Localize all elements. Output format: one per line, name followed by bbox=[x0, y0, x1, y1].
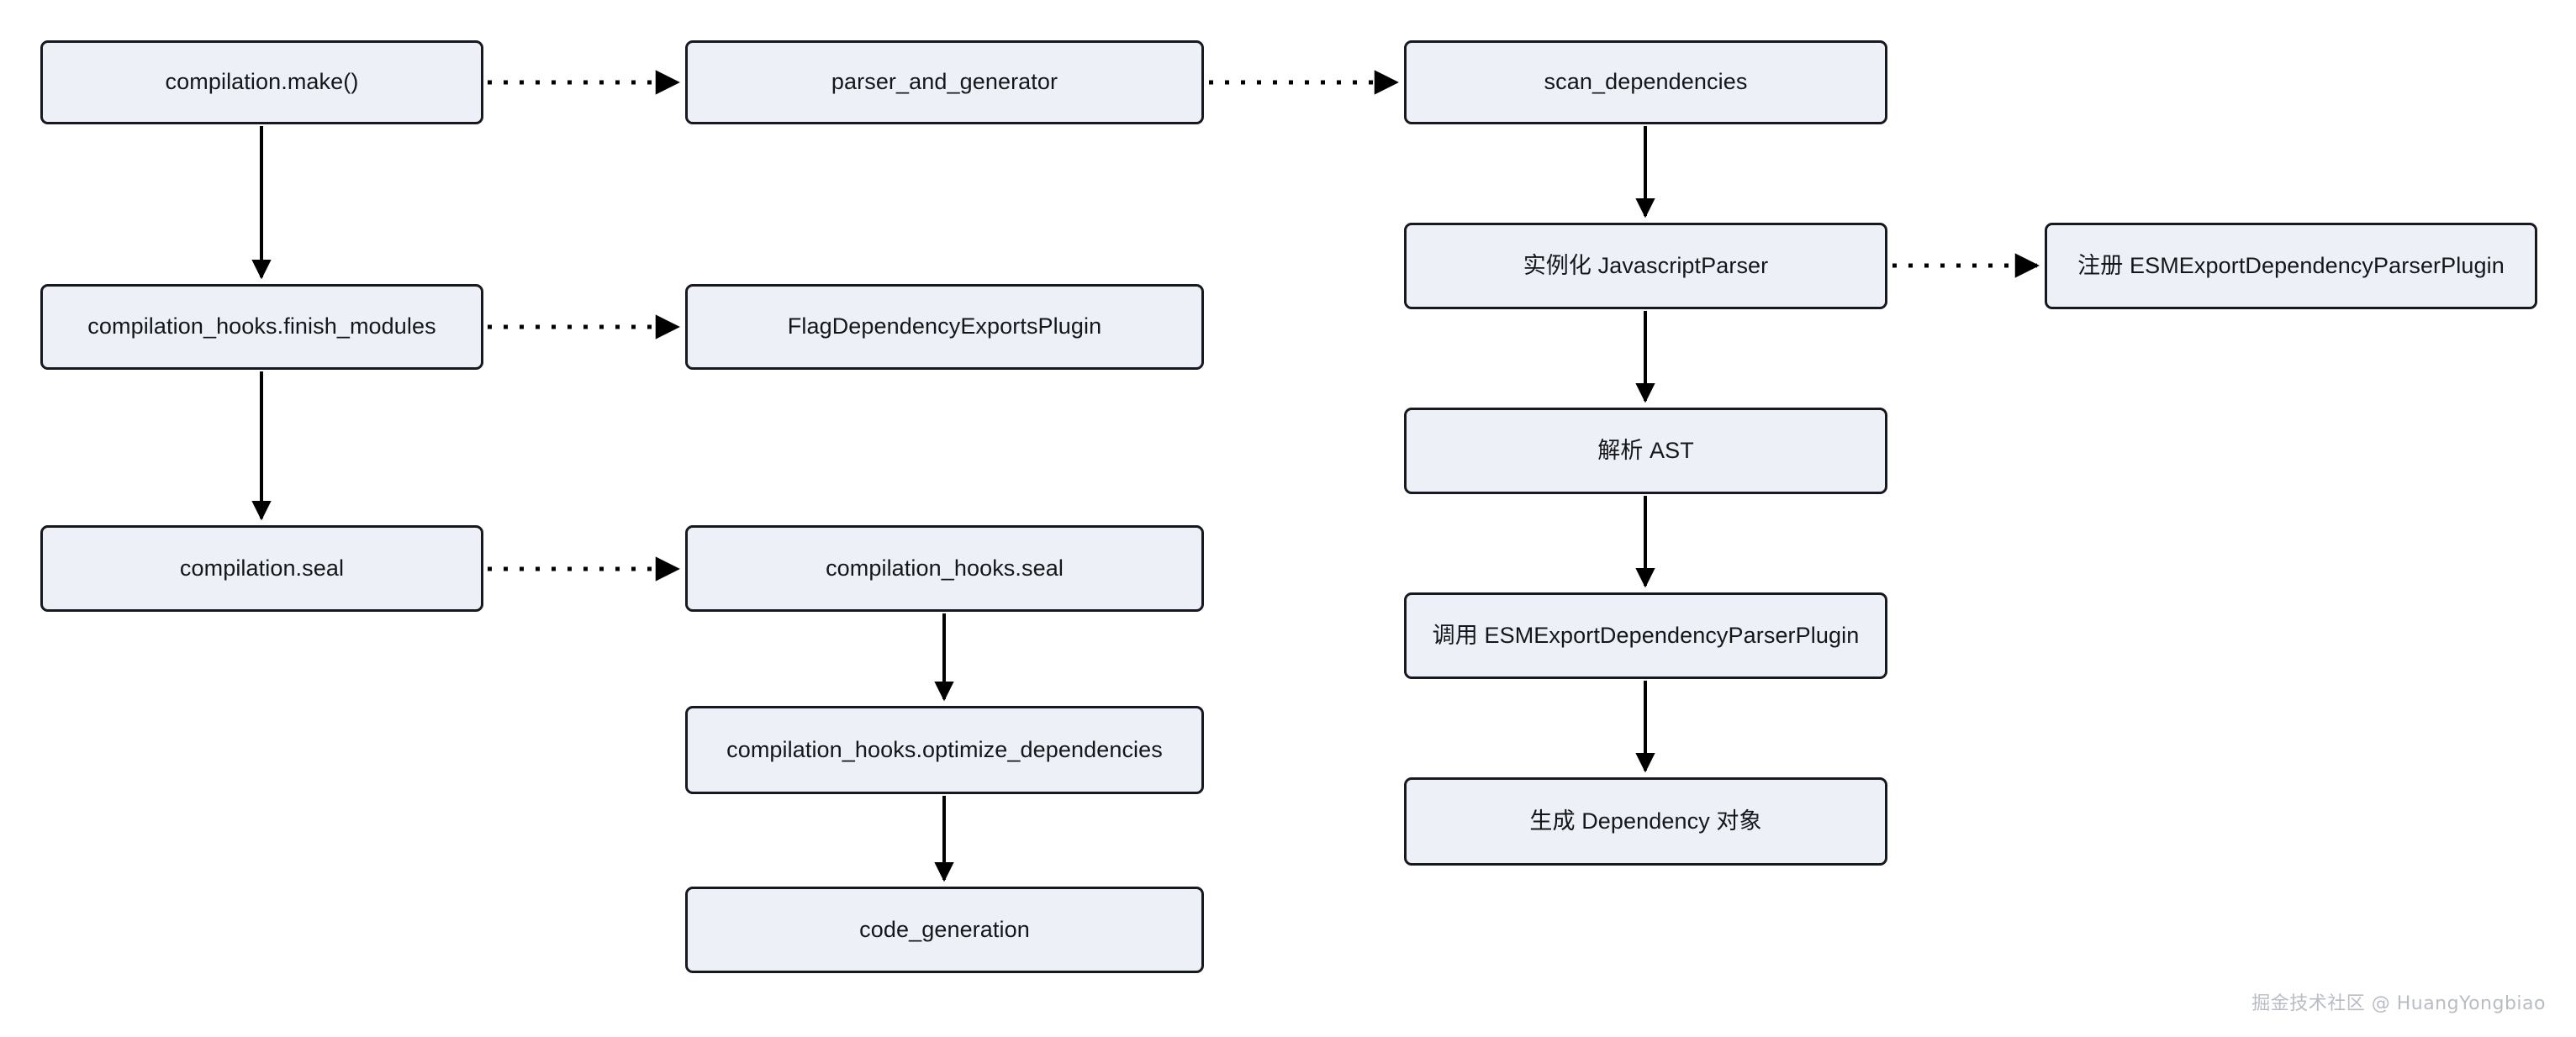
node-label: compilation_hooks.seal bbox=[826, 555, 1064, 581]
node-compilation-hooks-finish-modules[interactable]: compilation_hooks.finish_modules bbox=[40, 284, 483, 370]
node-call-esm-export-dependency-parser-plugin[interactable]: 调用 ESMExportDependencyParserPlugin bbox=[1404, 592, 1887, 679]
node-label: 实例化 JavascriptParser bbox=[1523, 252, 1769, 278]
node-instantiate-javascript-parser[interactable]: 实例化 JavascriptParser bbox=[1404, 223, 1887, 309]
node-flag-dependency-exports-plugin[interactable]: FlagDependencyExportsPlugin bbox=[685, 284, 1204, 370]
node-label: 注册 ESMExportDependencyParserPlugin bbox=[2077, 252, 2505, 278]
node-register-esm-export-dependency-parser-plugin[interactable]: 注册 ESMExportDependencyParserPlugin bbox=[2045, 223, 2537, 309]
node-label: compilation_hooks.optimize_dependencies bbox=[726, 736, 1163, 762]
node-compilation-hooks-optimize-dependencies[interactable]: compilation_hooks.optimize_dependencies bbox=[685, 706, 1204, 794]
node-parser-and-generator[interactable]: parser_and_generator bbox=[685, 40, 1204, 124]
node-scan-dependencies[interactable]: scan_dependencies bbox=[1404, 40, 1887, 124]
node-label: parser_and_generator bbox=[831, 69, 1058, 95]
node-label: compilation.seal bbox=[179, 555, 345, 581]
node-code-generation[interactable]: code_generation bbox=[685, 887, 1204, 973]
node-label: 生成 Dependency 对象 bbox=[1529, 808, 1762, 834]
node-label: 调用 ESMExportDependencyParserPlugin bbox=[1432, 622, 1860, 648]
node-generate-dependency-object[interactable]: 生成 Dependency 对象 bbox=[1404, 777, 1887, 866]
node-label: scan_dependencies bbox=[1544, 69, 1748, 95]
node-label: 解析 AST bbox=[1597, 437, 1694, 463]
node-compilation-hooks-seal[interactable]: compilation_hooks.seal bbox=[685, 525, 1204, 612]
node-label: compilation_hooks.finish_modules bbox=[87, 313, 436, 340]
node-compilation-seal[interactable]: compilation.seal bbox=[40, 525, 483, 612]
node-compilation-make[interactable]: compilation.make() bbox=[40, 40, 483, 124]
watermark: 掘金技术社区 @ HuangYongbiao bbox=[2251, 993, 2546, 1014]
node-label: FlagDependencyExportsPlugin bbox=[787, 313, 1102, 340]
node-label: compilation.make() bbox=[165, 69, 359, 95]
node-label: code_generation bbox=[859, 916, 1030, 942]
node-parse-ast[interactable]: 解析 AST bbox=[1404, 408, 1887, 494]
